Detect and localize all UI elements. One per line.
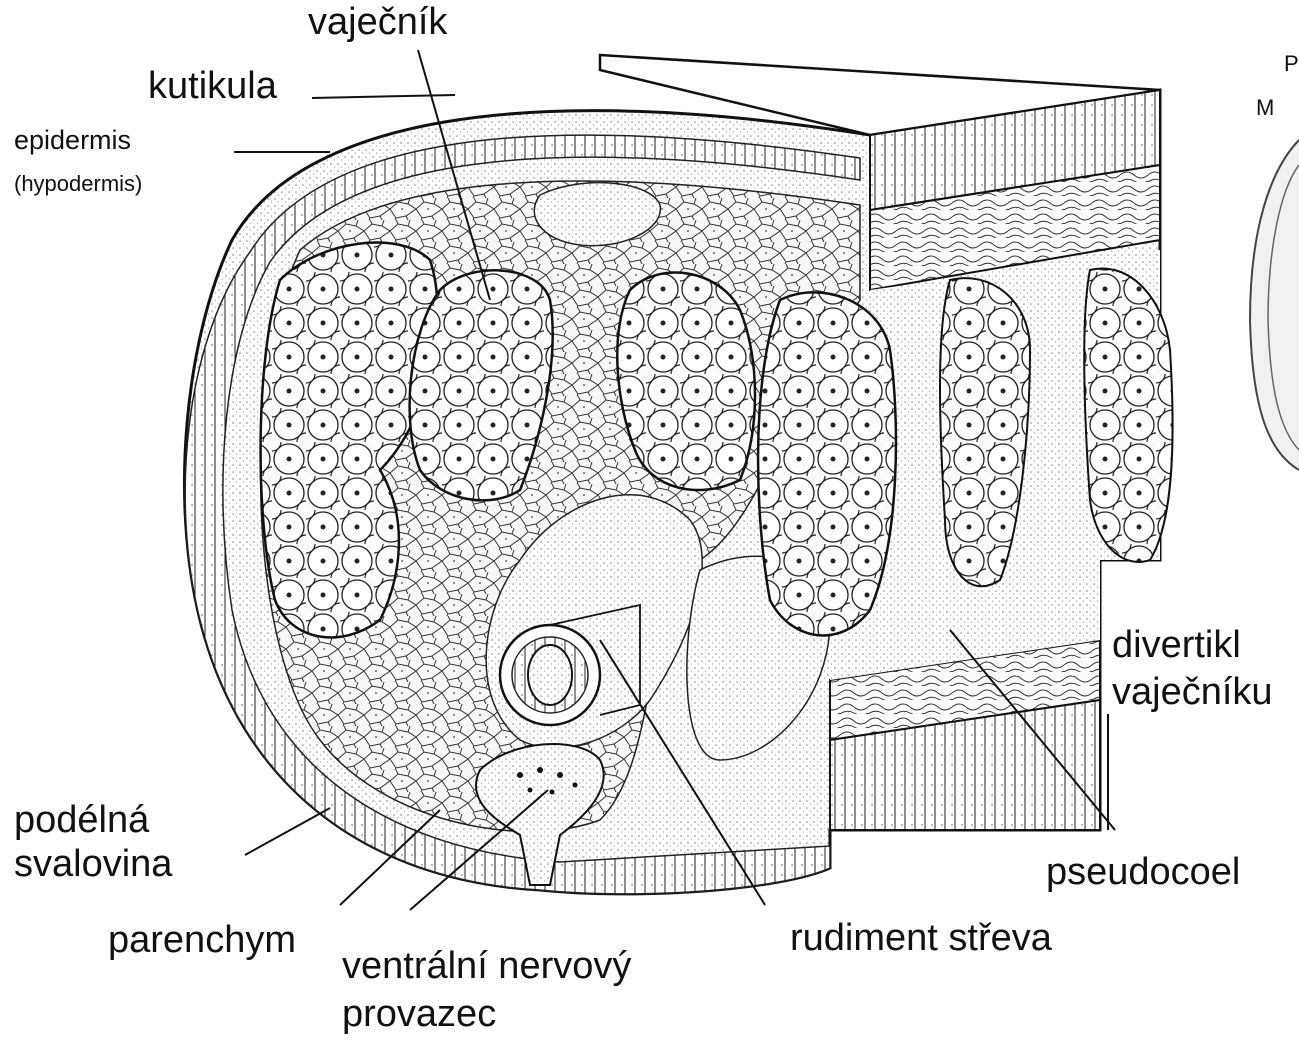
inset-figure [1250,140,1299,470]
label-divertikl-2: vaječníku [1112,672,1273,713]
label-kutikula: kutikula [148,66,277,107]
inset-letter-p: P [1284,52,1299,76]
label-epidermis: epidermis [14,126,131,155]
label-podelna-1: podélná [14,800,149,841]
label-divertikl-1: divertikl [1112,625,1241,666]
inset-letter-m: M [1256,96,1274,120]
label-ventralni-2: provazec [342,994,496,1035]
label-pseudocoel: pseudocoel [1046,852,1240,893]
leader-podelna [245,808,330,855]
label-ventralni-1: ventrální nervový [342,946,631,987]
label-parenchym: parenchym [108,920,296,961]
label-podelna-2: svalovina [14,844,172,885]
label-hypodermis: (hypodermis) [14,172,142,196]
label-vajecnik: vaječník [308,2,447,43]
leader-kutikula [312,95,455,98]
label-rudiment: rudiment střeva [790,918,1052,959]
